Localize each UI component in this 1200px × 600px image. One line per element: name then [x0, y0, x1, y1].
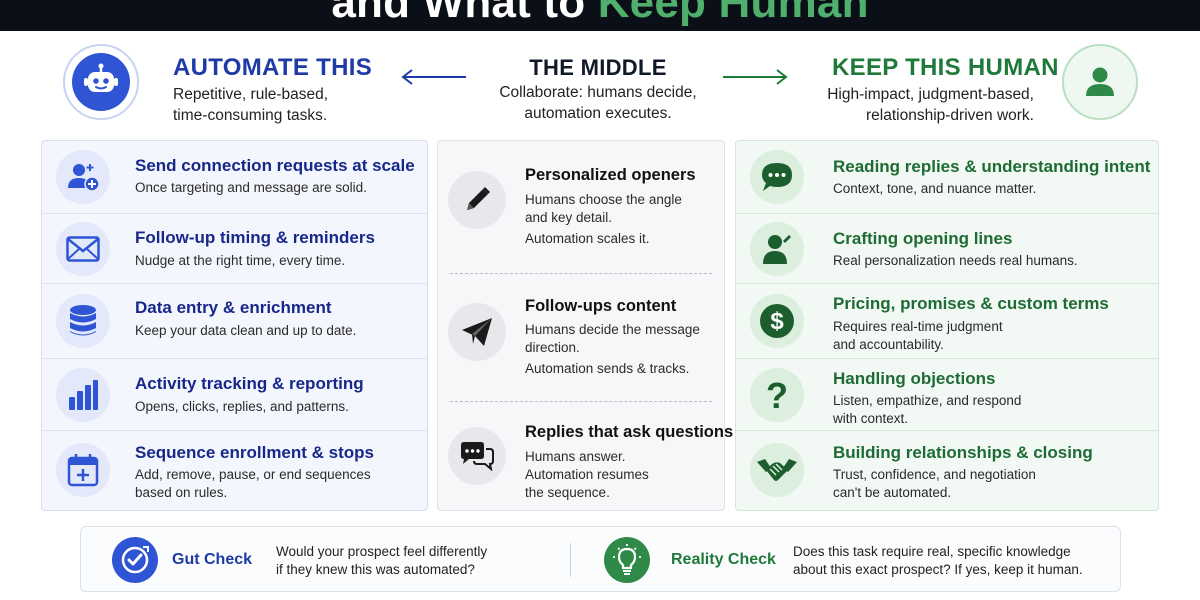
- item-title: Follow-up timing & reminders: [135, 228, 375, 247]
- item-title: Replies that ask questions: [525, 423, 734, 441]
- bar-chart-icon: [56, 368, 110, 422]
- automate-panel: Send connection requests at scale Once t…: [41, 140, 428, 511]
- item-title: Handling objections: [833, 369, 996, 388]
- human-panel: Reading replies & understanding intent C…: [735, 140, 1159, 511]
- automate-subtitle: Repetitive, rule-based,time-consuming ta…: [173, 86, 329, 124]
- item-title: Pricing, promises & custom terms: [833, 294, 1109, 313]
- dollar-icon: $: [750, 294, 804, 348]
- item-title: Reading replies & understanding intent: [833, 157, 1151, 176]
- banner-title-green: Keep Human: [597, 0, 869, 27]
- list-item: Replies that ask questions Humans answer…: [438, 403, 733, 512]
- svg-text:?: ?: [766, 377, 788, 413]
- divider: [450, 273, 712, 274]
- list-item: Activity tracking & reporting Opens, cli…: [42, 358, 427, 430]
- item-title: Personalized openers: [525, 166, 696, 184]
- item-title: Sequence enrollment & stops: [135, 443, 374, 462]
- banner-title-white: and What to: [331, 0, 598, 27]
- checkmark-compass-icon: [112, 537, 158, 583]
- speech-bubble-icon: [750, 150, 804, 204]
- svg-text:$: $: [770, 308, 784, 335]
- database-icon: [56, 294, 110, 348]
- divider: [570, 543, 571, 577]
- paper-plane-icon: [448, 303, 506, 361]
- middle-panel: Personalized openers Humans choose the a…: [437, 140, 733, 512]
- list-item: $ Pricing, promises & custom terms Requi…: [736, 283, 1158, 358]
- list-item: Follow-ups content Humans decide the mes…: [438, 275, 724, 401]
- item-desc: Opens, clicks, replies, and patterns.: [135, 399, 349, 414]
- question-icon: ?: [750, 368, 804, 422]
- list-item: Crafting opening lines Real personalizat…: [736, 213, 1158, 283]
- reality-check-label: Reality Check: [671, 551, 776, 568]
- handshake-icon: [750, 443, 804, 497]
- add-user-icon: [56, 150, 110, 204]
- automate-header-icon: [63, 44, 139, 120]
- lightbulb-icon: [604, 537, 650, 583]
- divider: [450, 401, 712, 402]
- item-title: Activity tracking & reporting: [135, 374, 364, 393]
- calendar-plus-icon: [56, 443, 110, 497]
- list-item: Personalized openers Humans choose the a…: [438, 141, 724, 271]
- item-desc: Keep your data clean and up to date.: [135, 323, 357, 338]
- item-desc: Nudge at the right time, every time.: [135, 253, 346, 268]
- arrow-left-icon: [401, 69, 466, 85]
- item-desc: Real personalization needs real humans.: [833, 253, 1078, 268]
- item-desc: Once targeting and message are solid.: [135, 180, 367, 195]
- middle-title: THE MIDDLE: [529, 55, 667, 80]
- item-title: Send connection requests at scale: [135, 156, 415, 175]
- person-writing-icon: [750, 222, 804, 276]
- robot-icon: [84, 63, 118, 92]
- list-item: Sequence enrollment & stops Add, remove,…: [42, 430, 427, 512]
- item-title: Data entry & enrichment: [135, 298, 332, 317]
- gut-check-label: Gut Check: [172, 551, 253, 568]
- reality-check-text: Does this task require real, specific kn…: [793, 544, 1083, 577]
- list-item: Data entry & enrichment Keep your data c…: [42, 283, 427, 358]
- middle-subtitle: Collaborate: humans decide,automation ex…: [499, 84, 697, 122]
- check-bar: Gut Check Would your prospect feel diffe…: [80, 526, 1121, 592]
- human-header-icon: [1062, 44, 1138, 120]
- pencil-icon: [448, 171, 506, 229]
- human-title: KEEP THIS HUMAN: [832, 54, 1059, 81]
- item-desc: Context, tone, and nuance matter.: [833, 181, 1037, 196]
- item-title: Building relationships & closing: [833, 443, 1093, 462]
- person-icon: [1086, 67, 1114, 96]
- banner-title: and What to Keep Human: [0, 0, 1200, 28]
- list-item: Follow-up timing & reminders Nudge at th…: [42, 213, 427, 283]
- envelope-icon: [56, 222, 110, 276]
- chat-bubbles-icon: [448, 427, 506, 485]
- automate-title: AUTOMATE THIS: [173, 54, 373, 81]
- list-item: Reading replies & understanding intent C…: [736, 141, 1158, 213]
- list-item: Building relationships & closing Trust, …: [736, 430, 1158, 512]
- human-subtitle: High-impact, judgment-based,relationship…: [827, 86, 1034, 124]
- arrow-right-icon: [723, 69, 788, 85]
- top-banner: and What to Keep Human: [0, 0, 1200, 31]
- list-item: Send connection requests at scale Once t…: [42, 141, 427, 213]
- item-title: Follow-ups content: [525, 297, 677, 315]
- list-item: ? Handling objections Listen, empathize,…: [736, 358, 1158, 430]
- item-title: Crafting opening lines: [833, 229, 1013, 248]
